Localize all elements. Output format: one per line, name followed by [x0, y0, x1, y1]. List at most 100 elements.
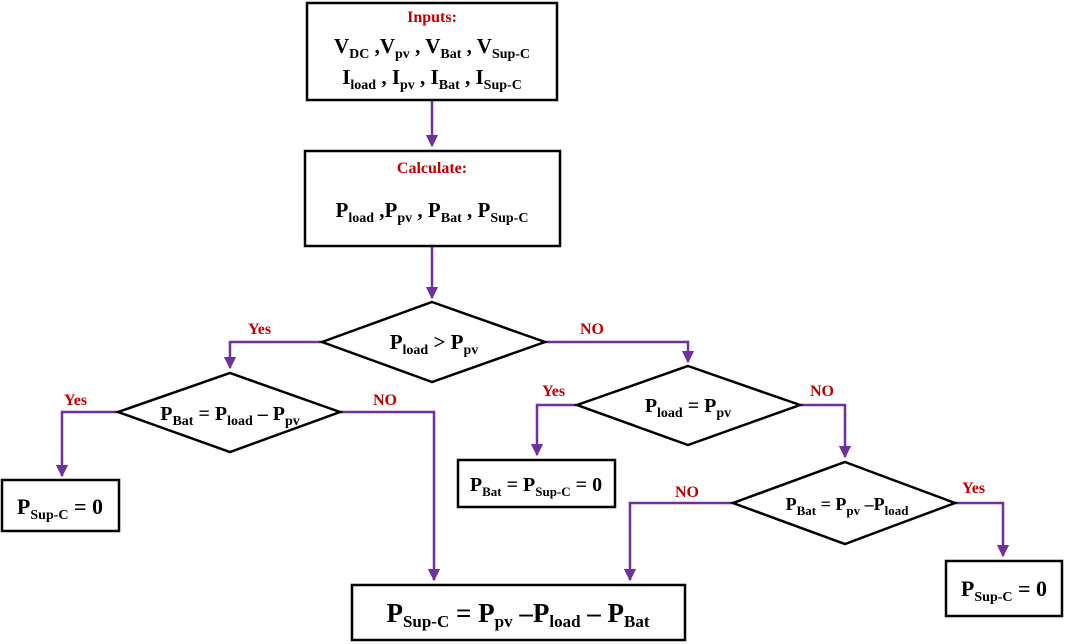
inputs-currents: Iload , Ipv , IBat , ISup-C — [342, 65, 522, 93]
decision-bat-pv-load: PBat = Ppv –Pload — [729, 460, 959, 546]
eq-separator: , — [412, 198, 428, 222]
eq-subscript: load — [403, 343, 429, 358]
label-no-3: NO — [810, 383, 834, 400]
eq-subscript: pv — [397, 211, 412, 226]
eq-subscript: pv — [395, 47, 410, 62]
connector-no3 — [800, 403, 852, 459]
eq-base: I — [431, 65, 439, 89]
eq-base: P — [470, 474, 482, 496]
eq-base: P — [273, 403, 285, 425]
eq-subscript: Bat — [797, 503, 817, 518]
eq-separator: – — [860, 494, 875, 514]
label-no-1: NO — [580, 321, 604, 338]
connector-yes1 — [223, 340, 322, 370]
eq-subscript: load — [348, 211, 374, 226]
eq-base: P — [835, 494, 846, 514]
eq-base: I — [392, 65, 400, 89]
eq-subscript: Bat — [439, 78, 460, 93]
eq-subscript: Bat — [172, 414, 193, 429]
result-left-supc-zero-text: PSup-C = 0 — [17, 494, 103, 523]
eq-subscript: Sup-C — [535, 484, 570, 499]
result-supc-formula: PSup-C = Ppv –Pload – PBat — [350, 583, 687, 642]
result-right-supc-zero: PSup-C = 0 — [944, 559, 1064, 618]
eq-base: P — [428, 198, 441, 222]
calculate-powers: Pload ,Ppv , PBat , PSup-C — [336, 198, 529, 226]
eq-separator: , — [374, 198, 385, 222]
decision-load-equals-pv: Pload = Ppv — [573, 364, 804, 447]
decision-load-greater-pv-text: Pload > Ppv — [390, 330, 479, 358]
eq-separator: , — [460, 65, 476, 89]
eq-subscript: Bat — [441, 211, 462, 226]
branch-labels: Yes NO Yes NO Yes NO NO Yes — [64, 321, 985, 501]
eq-base: V — [380, 34, 395, 58]
eq-base: P — [386, 598, 403, 628]
eq-subscript: Bat — [482, 484, 502, 499]
inputs-title: Inputs: — [407, 9, 457, 26]
label-yes-1: Yes — [248, 321, 271, 338]
label-yes-4: Yes — [962, 480, 985, 497]
eq-subscript: pv — [400, 78, 415, 93]
decision-bat-equals: PBat = Pload – Ppv — [114, 371, 344, 454]
eq-separator: = — [502, 474, 523, 496]
eq-base: V — [334, 34, 349, 58]
eq-base: P — [336, 198, 349, 222]
result-right-supc-zero-text: PSup-C = 0 — [961, 576, 1047, 605]
eq-base: P — [478, 598, 495, 628]
eq-separator: , — [369, 34, 380, 58]
result-bat-supc-zero: PBat = PSup-C = 0 — [456, 458, 617, 509]
connector-no1 — [545, 340, 695, 364]
eq-subscript: Sup-C — [490, 211, 528, 226]
eq-base: P — [215, 403, 227, 425]
eq-base: V — [425, 34, 440, 58]
inputs-voltages: VDC ,Vpv , VBat , VSup-C — [334, 34, 530, 62]
decision-load-greater-pv: Pload > Ppv — [318, 300, 549, 384]
eq-base: P — [533, 598, 550, 628]
connectors — [55, 100, 1010, 582]
eq-base: P — [704, 395, 716, 417]
eq-subscript: pv — [846, 503, 860, 518]
eq-base: P — [385, 198, 398, 222]
decision-load-equals-pv-text: Pload = Ppv — [645, 395, 731, 421]
eq-separator: = — [683, 395, 704, 417]
eq-base: P — [961, 576, 974, 601]
connector-no4 — [623, 501, 733, 582]
result-supc-formula-text: PSup-C = Ppv –Pload – PBat — [386, 598, 649, 631]
eq-separator: – — [253, 403, 273, 425]
eq-separator: = 0 — [69, 494, 104, 519]
eq-separator: , — [410, 34, 425, 58]
eq-separator: , — [462, 198, 478, 222]
result-left-supc-zero: PSup-C = 0 — [0, 478, 121, 533]
eq-separator: – — [581, 598, 608, 628]
eq-separator: = — [193, 403, 214, 425]
result-bat-supc-zero-text: PBat = PSup-C = 0 — [470, 474, 602, 499]
connector-yes3 — [530, 403, 577, 457]
eq-subscript: Sup-C — [492, 47, 530, 62]
inputs-box: Inputs: VDC ,Vpv , VBat , VSup-C Iload ,… — [305, 1, 559, 102]
eq-separator: > — [428, 330, 450, 354]
eq-subscript: load — [227, 414, 253, 429]
label-yes-3: Yes — [542, 383, 565, 400]
eq-subscript: load — [885, 503, 910, 518]
eq-separator: = 0 — [1013, 576, 1048, 601]
eq-subscript: Bat — [440, 47, 461, 62]
connector-no2 — [340, 410, 441, 582]
calculate-box: Calculate: Pload ,Ppv , PBat , PSup-C — [303, 149, 562, 248]
decision-bat-equals-text: PBat = Pload – Ppv — [160, 403, 300, 429]
eq-separator: , — [376, 65, 392, 89]
eq-base: P — [451, 330, 464, 354]
eq-base: P — [874, 494, 885, 514]
eq-subscript: load — [549, 612, 581, 631]
eq-base: P — [608, 598, 625, 628]
calculate-title: Calculate: — [397, 160, 467, 177]
eq-subscript: pv — [716, 406, 731, 421]
decision-bat-pv-load-text: PBat = Ppv –Pload — [786, 494, 910, 518]
eq-separator: = — [816, 494, 835, 514]
eq-subscript: DC — [349, 47, 369, 62]
eq-subscript: load — [657, 406, 683, 421]
eq-base: P — [523, 474, 535, 496]
eq-separator: , — [461, 34, 476, 58]
eq-base: P — [160, 403, 172, 425]
eq-subscript: Sup-C — [403, 612, 449, 631]
eq-separator: , — [415, 65, 431, 89]
